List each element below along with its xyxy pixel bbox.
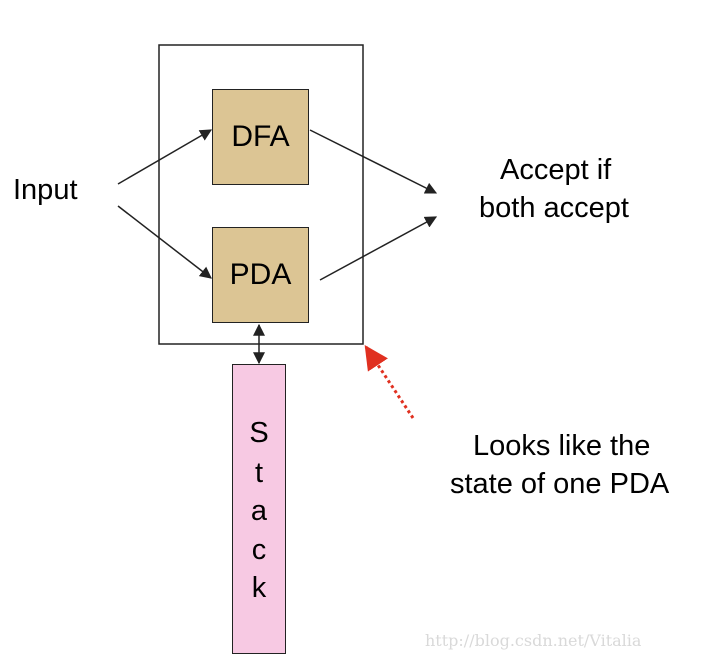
dfa-to-accept-arrow	[309, 129, 438, 194]
stack-letter: S	[249, 417, 269, 449]
note-pointer-arrow	[364, 344, 415, 419]
watermark-text: http://blog.csdn.net/Vitalia	[425, 631, 642, 650]
stack-box: S t a c k	[232, 364, 286, 654]
pda-box: PDA	[212, 227, 309, 323]
dfa-box: DFA	[212, 89, 309, 185]
stack-letter: t	[254, 457, 264, 489]
dfa-label: DFA	[231, 120, 290, 153]
note-line-2: state of one PDA	[450, 468, 670, 500]
input-to-dfa-arrow	[117, 129, 213, 185]
input-to-pda-arrow	[117, 205, 212, 279]
stack-letter: c	[251, 534, 267, 566]
accept-line-2: both accept	[479, 192, 629, 224]
input-label: Input	[13, 174, 78, 206]
pda-label: PDA	[229, 258, 292, 291]
stack-letter: k	[251, 572, 267, 604]
note-line-1: Looks like the	[473, 430, 651, 462]
pda-to-accept-arrow	[319, 216, 438, 281]
stack-letter: a	[250, 495, 268, 527]
accept-line-1: Accept if	[500, 154, 612, 186]
